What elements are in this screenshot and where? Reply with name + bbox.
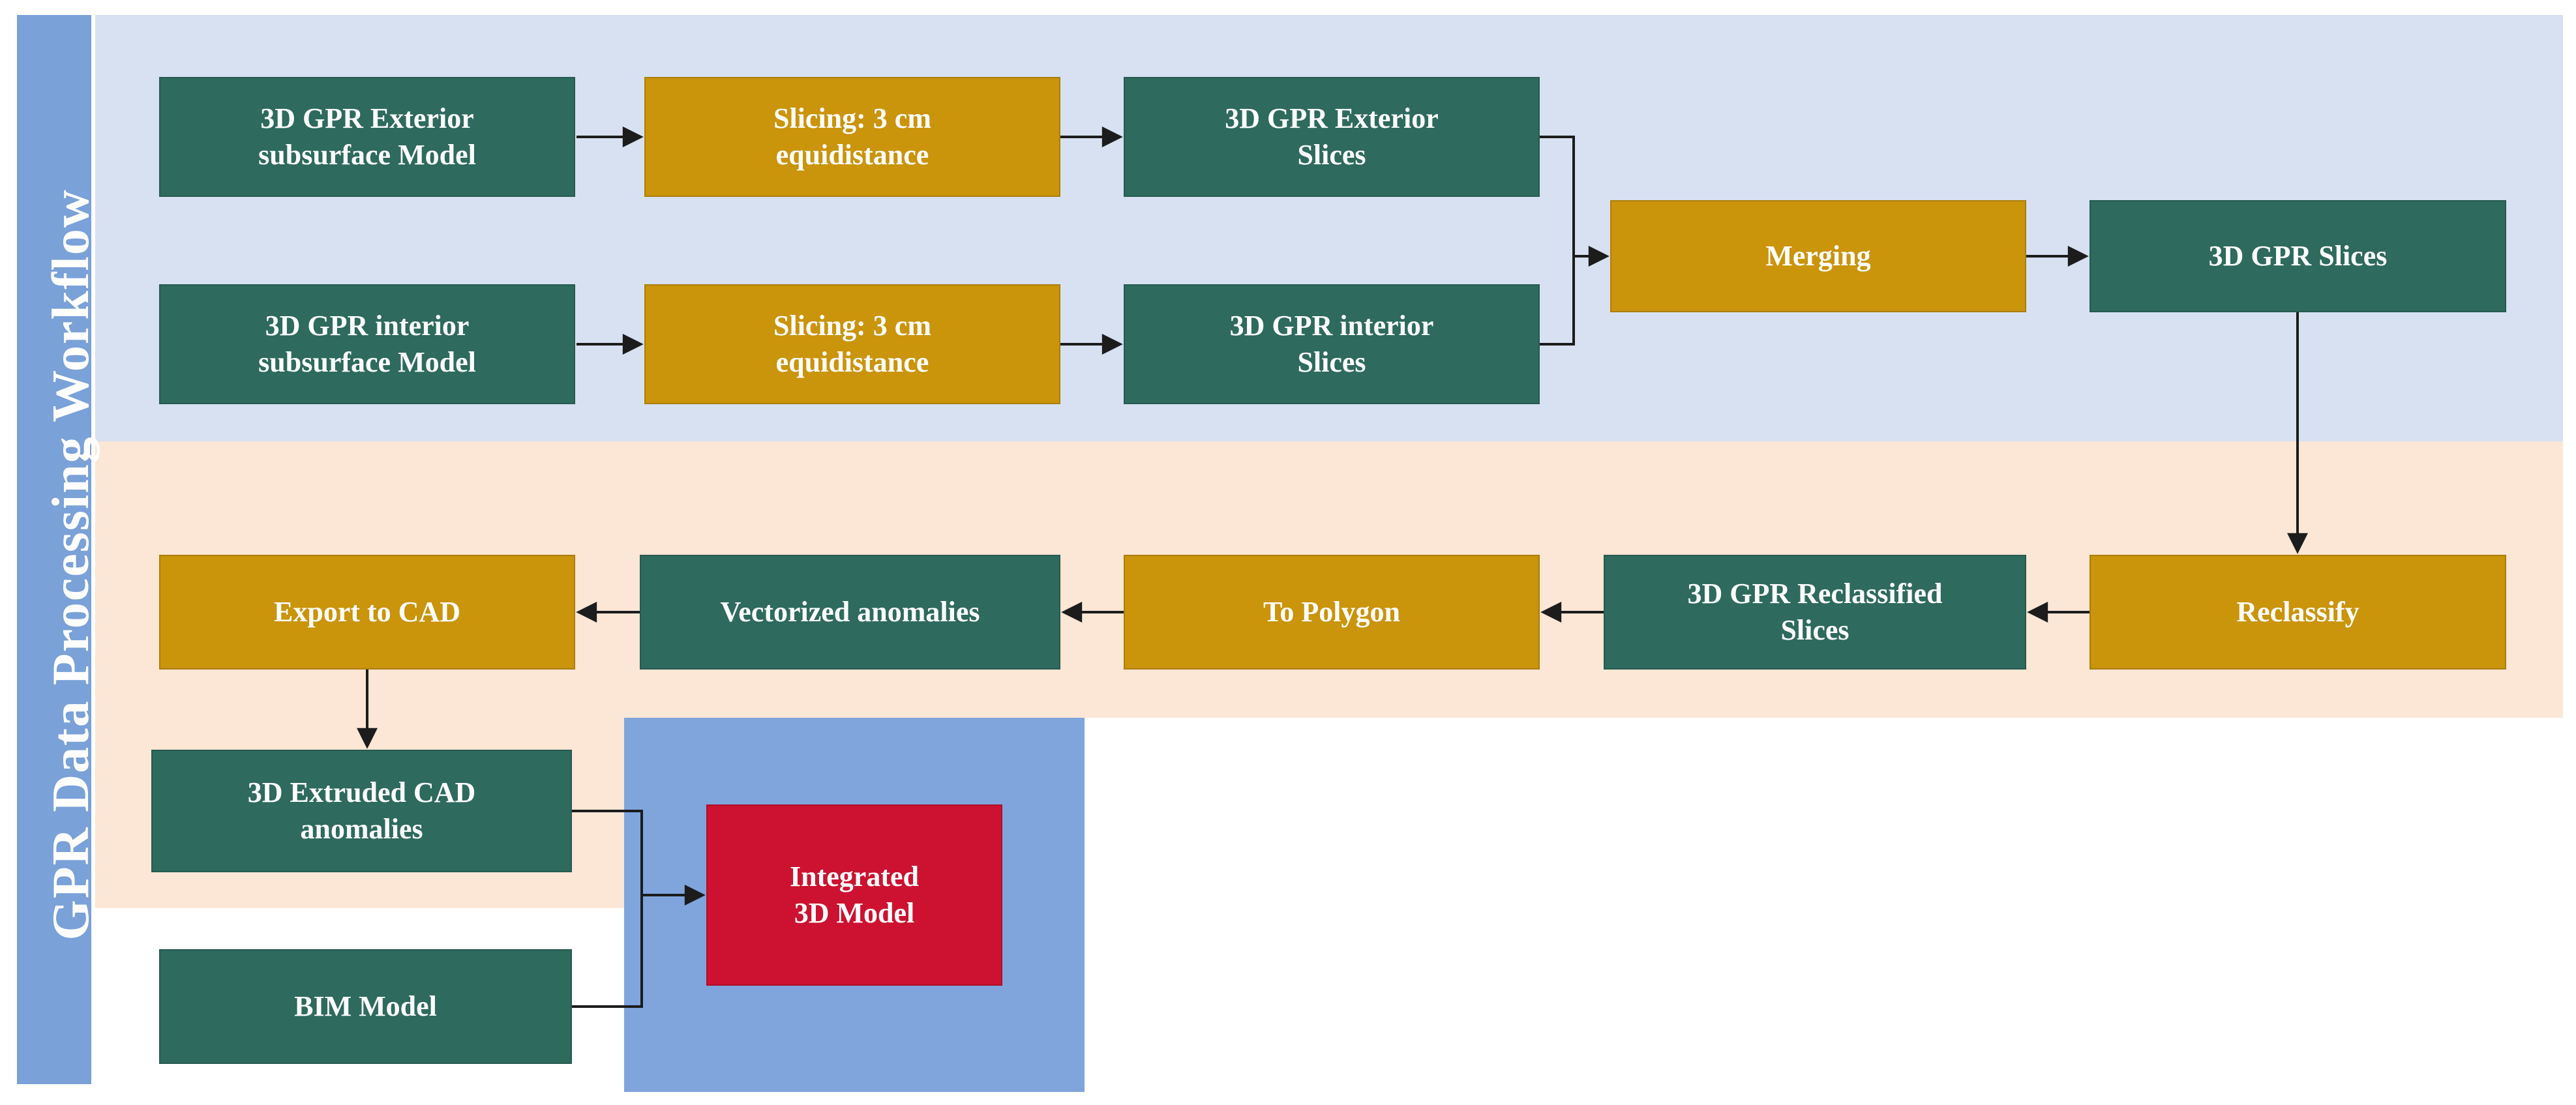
node-label: 3D GPR interior subsurface Model — [258, 309, 476, 378]
node-gpr-slices: 3D GPR Slices — [2089, 200, 2506, 312]
node-label: BIM Model — [294, 990, 437, 1022]
node-vectorized-anomalies: Vectorized anomalies — [640, 555, 1060, 670]
node-label: To Polygon — [1263, 595, 1400, 628]
node-label: 3D GPR Exterior Slices — [1225, 102, 1439, 171]
node-to-polygon: To Polygon — [1124, 555, 1540, 670]
node-label: Integrated 3D Model — [790, 860, 919, 929]
node-label: 3D GPR Reclassified Slices — [1687, 577, 1943, 646]
node-reclassified-slices: 3D GPR Reclassified Slices — [1604, 555, 2026, 670]
node-interior-model: 3D GPR interior subsurface Model — [159, 284, 575, 404]
node-label: Export to CAD — [274, 595, 460, 628]
node-export-to-cad: Export to CAD — [159, 555, 575, 670]
node-integrated-model: Integrated 3D Model — [706, 804, 1002, 986]
node-label: 3D GPR Slices — [2208, 239, 2388, 272]
node-label: 3D Extruded CAD anomalies — [247, 776, 476, 845]
node-label: Slicing: 3 cm equidistance — [773, 102, 931, 171]
node-exterior-model: 3D GPR Exterior subsurface Model — [159, 77, 575, 197]
node-label: Merging — [1765, 239, 1871, 272]
node-reclassify: Reclassify — [2089, 555, 2506, 670]
node-label: Slicing: 3 cm equidistance — [773, 309, 931, 378]
node-label: Vectorized anomalies — [720, 595, 980, 628]
node-slicing-interior: Slicing: 3 cm equidistance — [644, 284, 1060, 404]
node-extruded-cad: 3D Extruded CAD anomalies — [151, 750, 572, 872]
node-label: Reclassify — [2236, 595, 2359, 628]
node-bim-model: BIM Model — [159, 949, 572, 1064]
node-exterior-slices: 3D GPR Exterior Slices — [1124, 77, 1540, 197]
node-label: 3D GPR interior Slices — [1229, 309, 1434, 378]
workflow-title: GPR Data Processing Workflow — [42, 188, 100, 941]
node-label: 3D GPR Exterior subsurface Model — [258, 102, 476, 171]
node-merging: Merging — [1610, 200, 2026, 312]
node-slicing-exterior: Slicing: 3 cm equidistance — [644, 77, 1060, 197]
node-interior-slices: 3D GPR interior Slices — [1124, 284, 1540, 404]
workflow-sidebar: GPR Data Processing Workflow — [17, 15, 100, 1084]
